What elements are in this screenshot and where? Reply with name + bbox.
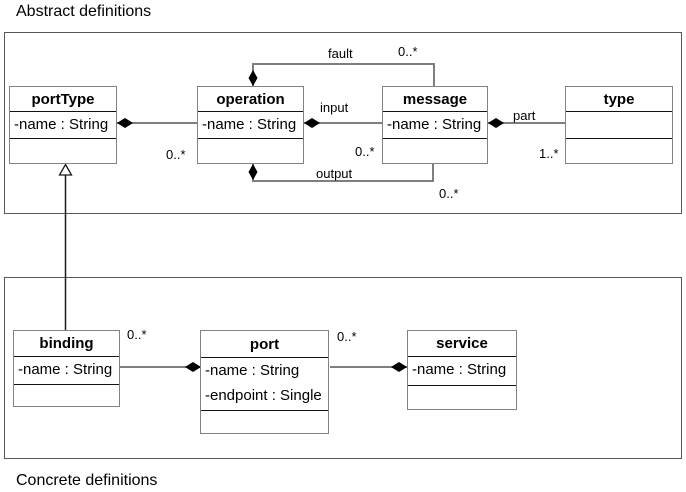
fault-line xyxy=(252,63,435,86)
class-message-operations xyxy=(383,138,487,163)
class-port-operations xyxy=(201,410,328,433)
class-binding-attributes: -name : String xyxy=(14,356,119,384)
abstract-definitions-label: Abstract definitions xyxy=(16,3,152,20)
concrete-definitions-label: Concrete definitions xyxy=(16,472,158,489)
port-composition-diamond-icon xyxy=(185,362,201,372)
class-porttype: portType -name : String xyxy=(9,86,117,164)
class-porttype-operations xyxy=(10,138,116,163)
output-composition-diamond-icon xyxy=(248,164,258,180)
attribute: -name : String xyxy=(412,361,507,378)
generalization-triangle-icon xyxy=(58,163,73,176)
role-label-output: output xyxy=(316,166,353,181)
class-message-name: message xyxy=(402,90,468,108)
role-label-part: part xyxy=(513,108,536,123)
class-porttype-name: portType xyxy=(31,90,95,108)
class-binding-operations xyxy=(14,384,119,406)
class-port-attributes: -name : String -endpoint : Single xyxy=(201,357,328,410)
porttype-composition-diamond-icon xyxy=(117,118,133,128)
service-composition-diamond-icon xyxy=(391,362,407,372)
class-service-operations xyxy=(408,385,516,409)
attribute: -name : String xyxy=(18,361,113,378)
class-operation-name: operation xyxy=(216,90,285,108)
multiplicity-part: 1..* xyxy=(539,146,559,161)
multiplicity-output: 0..* xyxy=(439,186,459,201)
class-binding: binding -name : String xyxy=(13,330,120,407)
multiplicity-fault: 0..* xyxy=(398,44,418,59)
class-service-name: service xyxy=(436,335,488,352)
input-composition-diamond-icon xyxy=(304,118,320,128)
class-message-attributes: -name : String xyxy=(383,111,487,138)
class-service: service -name : String xyxy=(407,330,517,410)
abstract-definitions-container xyxy=(4,32,682,214)
class-service-attributes: -name : String xyxy=(408,356,516,385)
part-composition-diamond-icon xyxy=(488,118,504,128)
multiplicity-input: 0..* xyxy=(355,144,375,159)
class-binding-name: binding xyxy=(39,335,94,352)
attribute: -name : String xyxy=(202,116,297,133)
attribute: -endpoint : Single xyxy=(205,387,322,404)
attribute: -name : String xyxy=(387,116,482,133)
class-operation-operations xyxy=(198,138,303,163)
class-type-attributes xyxy=(566,111,672,138)
attribute: -name : String xyxy=(14,116,109,133)
class-porttype-attributes: -name : String xyxy=(10,111,116,138)
role-label-fault: fault xyxy=(328,46,353,61)
class-type: type xyxy=(565,86,673,164)
multiplicity-porttype-operation: 0..* xyxy=(166,147,186,162)
multiplicity-port: 0..* xyxy=(337,329,357,344)
class-operation-attributes: -name : String xyxy=(198,111,303,138)
class-port: port -name : String -endpoint : Single xyxy=(200,330,329,434)
class-operation: operation -name : String xyxy=(197,86,304,164)
fault-composition-diamond-icon xyxy=(248,70,258,86)
attribute: -name : String xyxy=(205,362,300,379)
class-type-operations xyxy=(566,138,672,163)
concrete-definitions-container xyxy=(4,277,682,459)
role-label-input: input xyxy=(320,100,349,115)
class-type-name: type xyxy=(603,90,635,108)
class-port-name: port xyxy=(249,335,280,353)
multiplicity-binding: 0..* xyxy=(127,327,147,342)
class-message: message -name : String xyxy=(382,86,488,164)
